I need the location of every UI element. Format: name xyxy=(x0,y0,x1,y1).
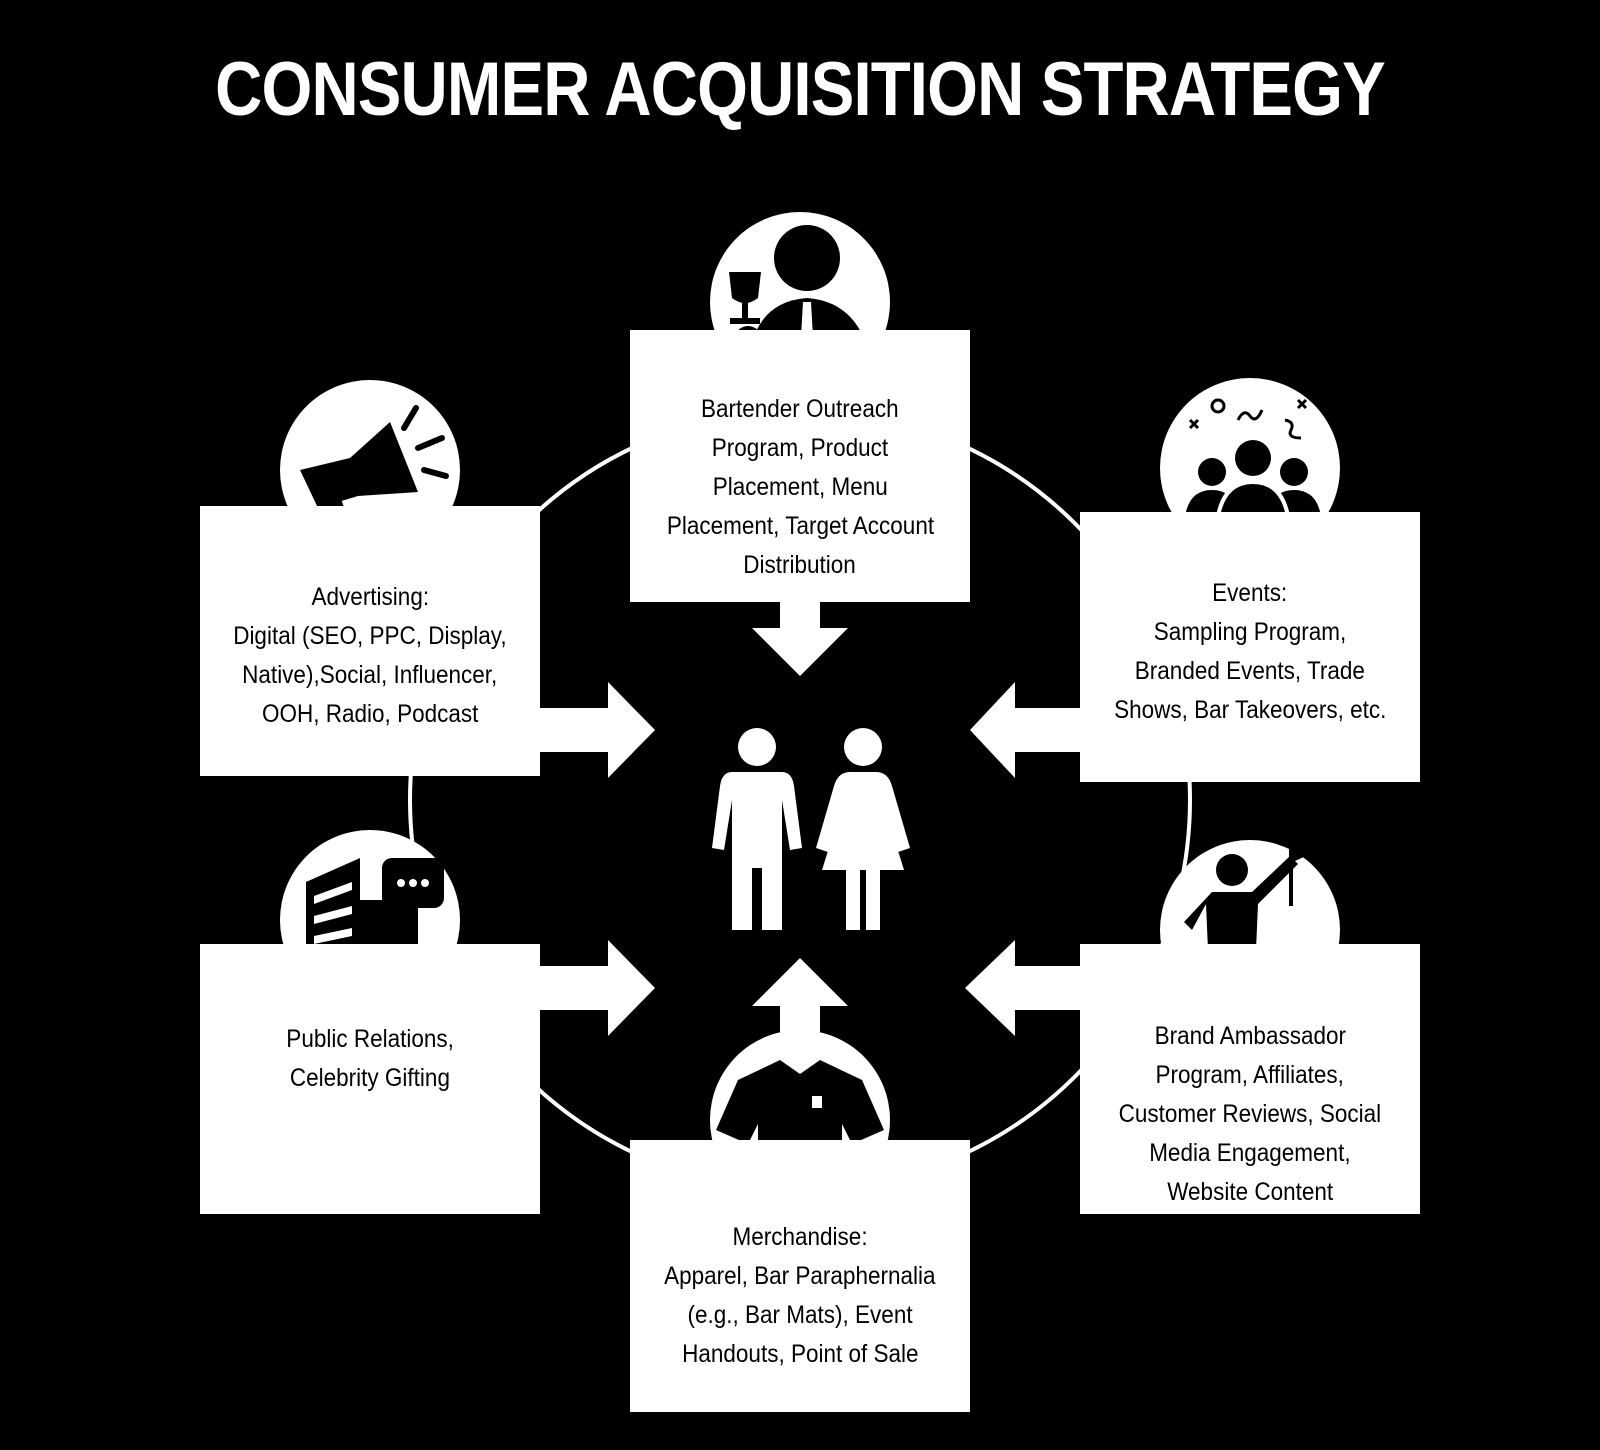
arrow-down-top xyxy=(752,600,848,676)
arrow-up-bottom xyxy=(752,958,848,1040)
man-and-woman-icon xyxy=(712,728,910,930)
box-text-line: (e.g., Bar Mats), Event xyxy=(687,1301,913,1329)
arrow-left-upper xyxy=(970,682,1080,778)
box-text-line: OOH, Radio, Podcast xyxy=(261,700,479,728)
box-text-line: Placement, Target Account xyxy=(666,512,934,540)
box-text-line: Sampling Program, xyxy=(1153,618,1347,646)
box-text-line: Website Content xyxy=(1167,1177,1333,1206)
box-text-line: Bartender Outreach xyxy=(701,395,899,423)
box-text-line: Shows, Bar Takeovers, etc. xyxy=(1113,696,1387,724)
bartender-outreach-box: Bartender Outreach Program, Product Plac… xyxy=(630,330,970,602)
brand-ambassador-box: Brand Ambassador Program, Affiliates, Cu… xyxy=(1080,944,1420,1214)
box-text-line: Handouts, Point of Sale xyxy=(681,1340,919,1368)
arrow-left-lower xyxy=(965,940,1080,1036)
arrow-right-lower xyxy=(540,940,655,1036)
box-text-line: Celebrity Gifting xyxy=(289,1064,451,1092)
box-text-line: Program, Affiliates, xyxy=(1155,1060,1345,1089)
events-box: Events: Sampling Program, Branded Events… xyxy=(1080,512,1420,782)
box-text-line: Events: xyxy=(1212,579,1288,607)
arrow-right-upper xyxy=(540,682,655,778)
public-relations-box: Public Relations, Celebrity Gifting xyxy=(200,944,540,1214)
box-text-line: Program, Product xyxy=(711,434,889,462)
box-text-line: Public Relations, xyxy=(286,1025,454,1053)
page-title: CONSUMER ACQUISITION STRATEGY xyxy=(215,47,1386,132)
box-text-line: Native),Social, Influencer, xyxy=(242,661,498,689)
box-text-line: Apparel, Bar Paraphernalia xyxy=(664,1262,936,1290)
box-text-line: Merchandise: xyxy=(732,1223,868,1251)
box-text-line: Media Engagement, xyxy=(1149,1138,1351,1167)
box-text-line: Branded Events, Trade xyxy=(1134,657,1366,685)
box-text-line: Digital (SEO, PPC, Display, xyxy=(233,622,507,650)
merchandise-box: Merchandise: Apparel, Bar Paraphernalia … xyxy=(630,1140,970,1412)
box-text-line: Brand Ambassador xyxy=(1154,1021,1346,1050)
box-text-line: Distribution xyxy=(743,551,857,579)
box-text-line: Customer Reviews, Social xyxy=(1118,1099,1382,1128)
box-text-line: Placement, Menu xyxy=(712,473,888,501)
box-text-line: Advertising: xyxy=(311,583,429,611)
advertising-box: Advertising: Digital (SEO, PPC, Display,… xyxy=(200,506,540,776)
